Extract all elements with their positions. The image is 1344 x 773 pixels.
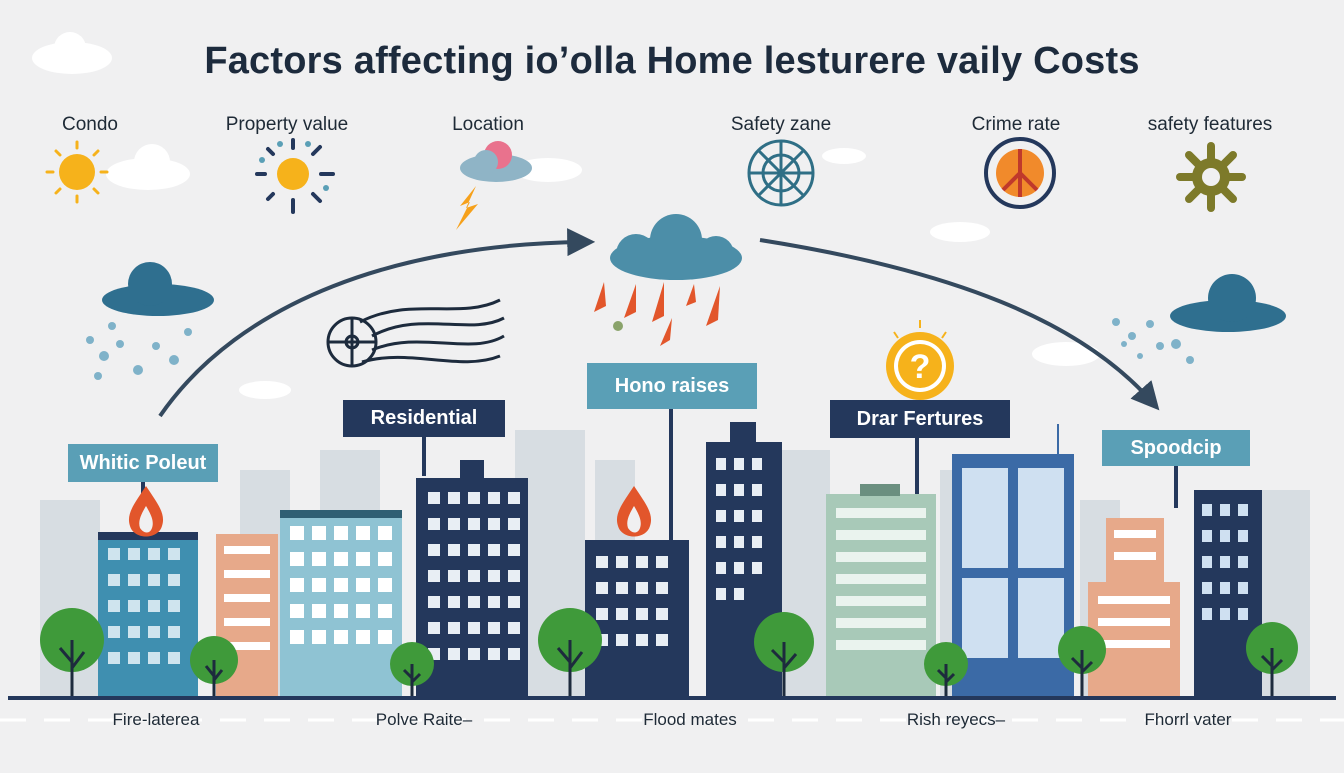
sign-drar-fertures: Drar Fertures — [830, 400, 1010, 438]
compass-wheel-icon — [747, 139, 815, 207]
factor-label-location: Location — [452, 114, 524, 135]
factor-label-condo: Condo — [62, 114, 118, 135]
peace-sign-icon — [984, 137, 1056, 209]
trees — [40, 608, 1298, 700]
factor-label-safety-features: safety features — [1147, 114, 1273, 135]
gear-icon — [1176, 142, 1246, 212]
background-clouds — [32, 32, 1100, 399]
bottom-label-3: Flood mates — [643, 710, 737, 729]
question-icon: ? — [886, 320, 954, 400]
bottom-label-2: Polve Raite– — [375, 710, 473, 729]
svg-text:?: ? — [910, 348, 931, 386]
flame-icon-center — [616, 486, 652, 537]
bottom-label-4: Rish reyecs– — [906, 710, 1006, 729]
building-10 — [1194, 490, 1262, 698]
building-5 — [585, 540, 689, 698]
factor-label-property-value: Property value — [225, 114, 349, 135]
building-1 — [98, 532, 198, 698]
wind-wheel-icon — [326, 298, 505, 368]
flame-icon-left — [128, 486, 164, 537]
sign-whitic-poleut: Whitic Poleut — [68, 444, 218, 482]
building-3 — [280, 510, 402, 698]
sign-spoodcip: Spoodcip — [1102, 430, 1250, 466]
sign-residential: Residential — [343, 400, 505, 437]
building-4 — [416, 460, 528, 698]
building-7 — [826, 484, 936, 698]
sun-burst-icon — [255, 138, 335, 214]
sign-hono-raises: Hono raises — [587, 363, 757, 409]
page-title: Factors affecting io’olla Home lesturere… — [204, 40, 1140, 82]
drizzle-cloud-left-icon — [86, 262, 214, 380]
factor-label-safety-zane: Safety zane — [730, 114, 832, 135]
ground-line — [8, 696, 1336, 700]
bottom-label-5: Fhorrl vater — [1144, 710, 1232, 729]
flow-arrows — [158, 228, 1160, 418]
building-8 — [952, 424, 1074, 698]
drizzle-cloud-right-icon — [1112, 274, 1286, 364]
sign-poles — [141, 408, 1178, 540]
bottom-label-1: Fire-laterea — [112, 710, 200, 729]
rain-cloud-icon — [594, 214, 742, 346]
storm-cloud-icon — [456, 141, 532, 230]
sun-icon — [45, 140, 109, 204]
factor-label-crime-rate: Crime rate — [971, 114, 1061, 135]
